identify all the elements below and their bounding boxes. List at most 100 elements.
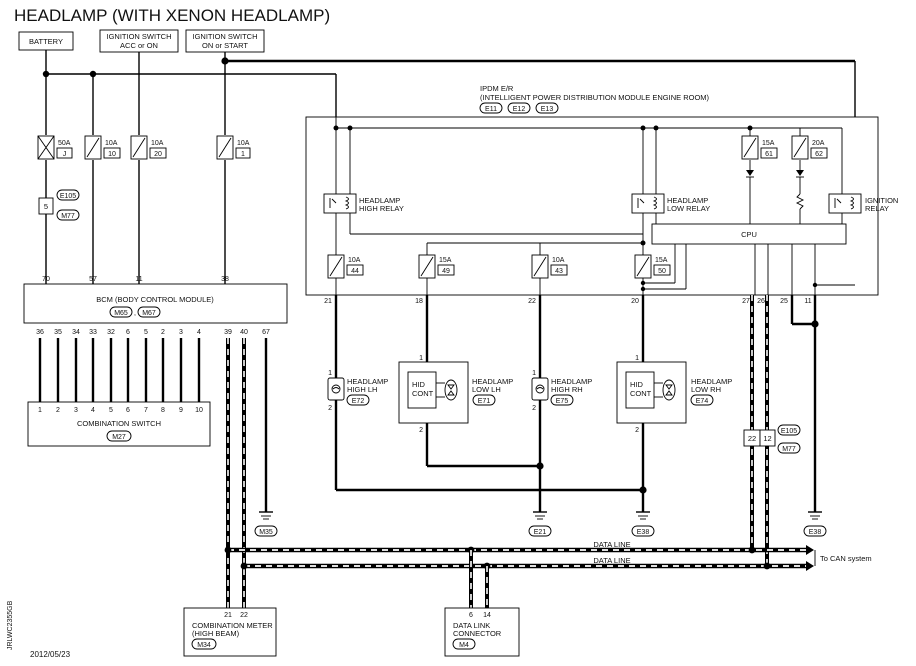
svg-text:40: 40 (240, 329, 248, 336)
svg-text:7: 7 (144, 407, 148, 414)
svg-text:HID: HID (630, 380, 644, 389)
svg-text:5: 5 (109, 407, 113, 414)
fuse-20a-62: 20A 62 (791, 135, 828, 160)
svg-text:HEADLAMP: HEADLAMP (347, 377, 388, 386)
svg-text:57: 57 (89, 276, 97, 283)
svg-text:COMBINATION METER: COMBINATION METER (192, 621, 273, 630)
svg-text:J: J (63, 151, 67, 158)
svg-text:DATA LINK: DATA LINK (453, 621, 490, 630)
svg-text:6: 6 (126, 329, 130, 336)
fuse-50a-j: 50A J (37, 135, 73, 160)
svg-text:67: 67 (262, 329, 270, 336)
svg-text:8: 8 (161, 407, 165, 414)
diagram-date: 2012/05/23 (30, 650, 71, 659)
svg-text:BATTERY: BATTERY (29, 37, 63, 46)
svg-text:15A: 15A (762, 140, 775, 147)
svg-text:39: 39 (224, 329, 232, 336)
svg-text:E21: E21 (534, 529, 547, 536)
svg-text:1: 1 (38, 407, 42, 414)
svg-text:25: 25 (780, 298, 788, 305)
svg-text:10A: 10A (237, 140, 250, 147)
svg-text:14: 14 (483, 612, 491, 619)
svg-text:HEADLAMP: HEADLAMP (691, 377, 732, 386)
svg-text:LOW LH: LOW LH (472, 385, 501, 394)
svg-text:6: 6 (469, 612, 473, 619)
fuse-10a-44: 10A 44 (327, 254, 364, 279)
svg-text:IGNITION: IGNITION (865, 196, 898, 205)
svg-text:CONT: CONT (630, 389, 652, 398)
page-title: HEADLAMP (WITH XENON HEADLAMP) (14, 6, 330, 25)
svg-text:11: 11 (804, 298, 811, 305)
ground-m35: M35 (254, 511, 278, 537)
svg-text:CPU: CPU (741, 230, 757, 239)
svg-text:E105: E105 (781, 428, 797, 435)
data-line-label-1: DATA LINE (593, 540, 630, 549)
can-data-lines: DATA LINE DATA LINE To CAN system (224, 540, 872, 608)
svg-text:1: 1 (328, 370, 332, 377)
ignition-relay: IGNITION RELAY (828, 193, 898, 214)
ipdm-internal-wiring (333, 117, 855, 295)
svg-text:50A: 50A (58, 140, 71, 147)
svg-text:HEADLAMP: HEADLAMP (667, 196, 708, 205)
svg-text:20: 20 (154, 151, 162, 158)
svg-text:HEADLAMP: HEADLAMP (472, 377, 513, 386)
svg-text:10A: 10A (105, 140, 118, 147)
svg-text:22: 22 (240, 612, 248, 619)
headlamp-low-rh: HID CONT 1 2 HEADLAMP LOW RH E74 (616, 355, 732, 434)
connector-e105-m77-left: 5 E105 M77 (38, 189, 80, 221)
svg-text:26: 26 (757, 298, 765, 305)
headlamp-high-rh: 1 2 HEADLAMP HIGH RH E75 (531, 370, 592, 412)
fuse-15a-61: 15A 61 (741, 135, 778, 160)
ignition-acc-source: IGNITION SWITCH ACC or ON (99, 29, 179, 53)
supply-wiring (42, 50, 856, 290)
lamp-wiring (334, 295, 819, 512)
fuse-15a-50: 15A 50 (634, 254, 671, 279)
fuse-10a-10: 10A 10 (84, 135, 121, 160)
svg-text:M35: M35 (259, 529, 273, 536)
svg-text:5: 5 (144, 329, 148, 336)
svg-text:CONNECTOR: CONNECTOR (453, 629, 502, 638)
svg-text:22: 22 (748, 434, 756, 443)
fuse-15a-49: 15A 49 (418, 254, 455, 279)
bcm-module: 70 57 11 38 BCM (BODY CONTROL MODULE) M6… (23, 276, 288, 336)
ground-e21: E21 (528, 511, 552, 537)
svg-text:M77: M77 (782, 446, 796, 453)
combination-switch: 1 2 3 4 5 6 7 8 9 10 COMBINATION SWITCH … (27, 401, 211, 447)
svg-text:3: 3 (179, 329, 183, 336)
svg-text:35: 35 (54, 329, 62, 336)
svg-text:E13: E13 (541, 106, 554, 113)
svg-text:49: 49 (442, 268, 450, 275)
svg-text:IGNITION SWITCH: IGNITION SWITCH (193, 32, 258, 41)
svg-text:21: 21 (324, 298, 332, 305)
ground-e38-a: E38 (631, 511, 655, 537)
svg-text:12: 12 (763, 434, 771, 443)
svg-text:9: 9 (179, 407, 183, 414)
headlamp-low-lh: HID CONT 1 2 HEADLAMP LOW LH E71 (398, 355, 513, 434)
connector-e105-m77-right: 22 12 E105 M77 (743, 424, 801, 454)
battery-source: BATTERY (18, 31, 74, 51)
svg-text:11: 11 (135, 276, 142, 283)
data-line-label-2: DATA LINE (593, 556, 630, 565)
fuse-10a-43: 10A 43 (531, 254, 568, 279)
svg-text:HIGH LH: HIGH LH (347, 385, 377, 394)
svg-text:10: 10 (108, 151, 116, 158)
svg-text:43: 43 (555, 268, 563, 275)
svg-text:4: 4 (197, 329, 201, 336)
svg-text:5: 5 (44, 202, 48, 211)
svg-text:32: 32 (107, 329, 115, 336)
svg-text:20: 20 (631, 298, 639, 305)
svg-text:ACC or ON: ACC or ON (120, 41, 158, 50)
svg-text:22: 22 (528, 298, 536, 305)
svg-text:10: 10 (195, 407, 203, 414)
svg-text:1: 1 (419, 355, 423, 362)
svg-text:33: 33 (89, 329, 97, 336)
svg-text:38: 38 (221, 276, 229, 283)
svg-text:HIGH RH: HIGH RH (551, 385, 583, 394)
bcm-switch-wiring (38, 338, 201, 402)
svg-text:M67: M67 (142, 310, 156, 317)
svg-text:,: , (134, 310, 136, 317)
svg-text:36: 36 (36, 329, 44, 336)
svg-text:IPDM E/R: IPDM E/R (480, 84, 514, 93)
svg-text:50: 50 (658, 268, 666, 275)
